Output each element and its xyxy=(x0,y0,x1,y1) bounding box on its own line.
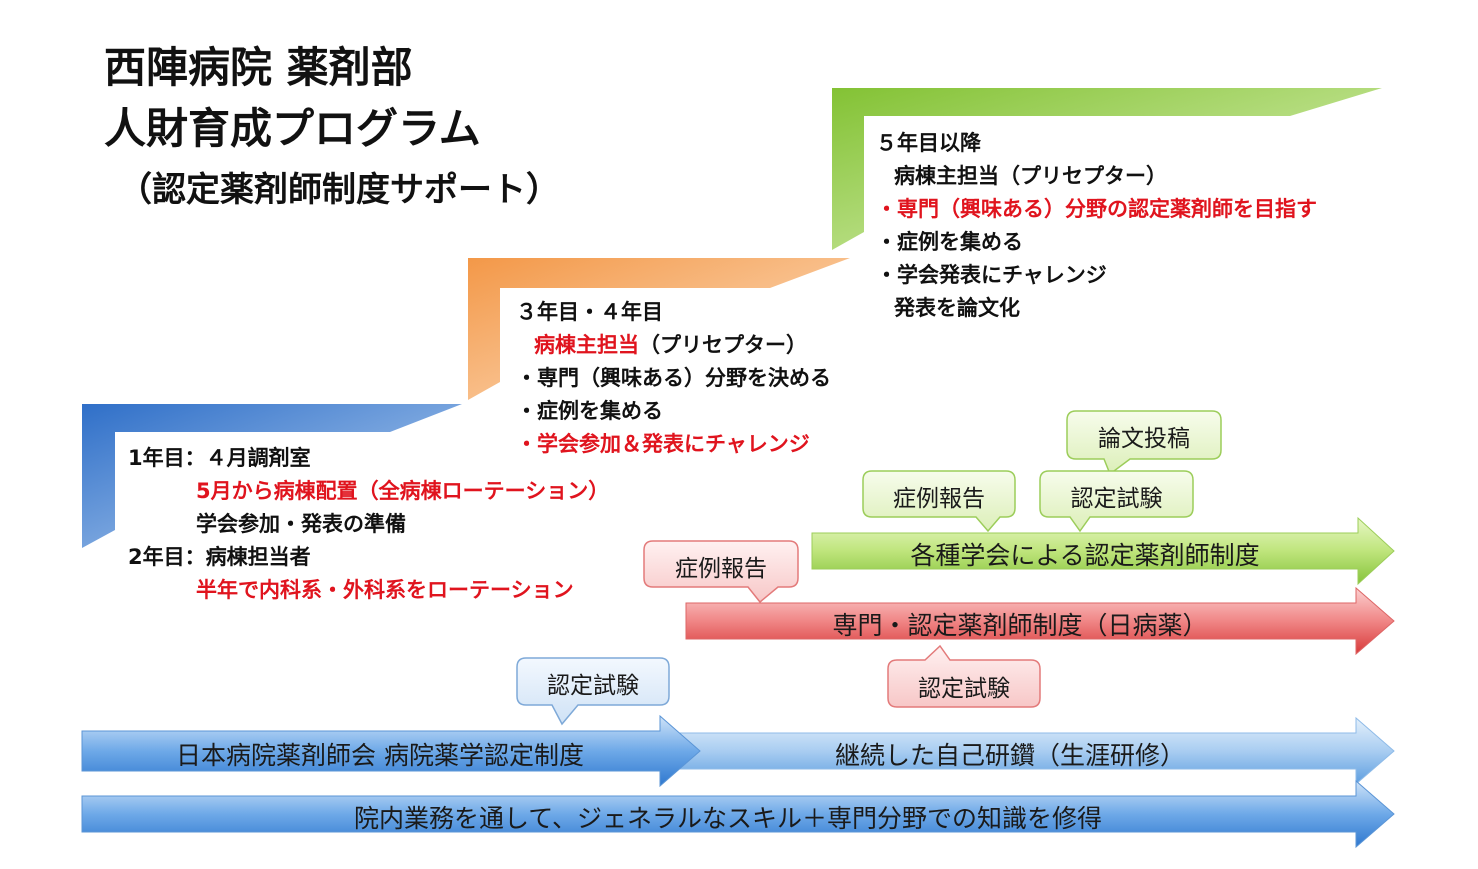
step-year3-shape xyxy=(468,258,850,400)
callout-red-case-text: 症例報告 xyxy=(675,556,767,582)
year5-preceptor: 病棟主担当（プリセプター） xyxy=(894,164,1167,188)
year3-main-ward: 病棟主担当 xyxy=(534,333,639,357)
arrow-blue-bottom-label: 院内業務を通して、ジェネラルなスキル＋専門分野での知識を修得 xyxy=(353,804,1102,833)
year5-certification: ・専門（興味ある）分野の認定薬剤師を目指す xyxy=(876,197,1317,221)
year5-cases: ・症例を集める xyxy=(876,230,1023,254)
year3-cases: ・症例を集める xyxy=(516,399,663,423)
callout-paper-shape xyxy=(1066,410,1222,476)
year3-challenge: ・学会参加＆発表にチャレンジ xyxy=(516,432,810,456)
arrow-blue-right-label: 継続した自己研鑽（生涯研修） xyxy=(834,741,1185,770)
year3-specialty: ・専門（興味ある）分野を決める xyxy=(516,366,831,390)
arrow-green-label: 各種学会による認定薬剤師制度 xyxy=(910,541,1260,570)
step-year5-text: ５年目以降 病棟主担当（プリセプター） ・専門（興味ある）分野の認定薬剤師を目指… xyxy=(876,127,1317,325)
step-year1-shape xyxy=(82,404,462,548)
callout-blue-exam-text: 認定試験 xyxy=(547,673,639,699)
arrow-red-label: 専門・認定薬剤師制度（日病薬） xyxy=(832,611,1208,640)
callout-red-exam-shape xyxy=(887,644,1041,708)
callout-blue-exam-shape xyxy=(516,657,670,726)
arrow-blue-left-shape xyxy=(81,714,701,788)
year3-preceptor: （プリセプター） xyxy=(639,333,807,357)
title-subtitle: （認定薬剤師制度サポート） xyxy=(118,170,560,210)
step-year3-4-text: ３年目・４年目 病棟主担当（プリセプター） ・専門（興味ある）分野を決める ・症… xyxy=(516,296,831,461)
callout-green-exam-text: 認定試験 xyxy=(1070,486,1163,512)
callout-paper-text: 論文投稿 xyxy=(1098,426,1190,452)
callout-green-exam-shape xyxy=(1039,470,1194,533)
year5-presentation: ・学会発表にチャレンジ xyxy=(876,263,1107,287)
arrow-blue-left-label: 日本病院薬剤師会 病院薬学認定制度 xyxy=(176,741,584,770)
arrow-blue-bottom-shape xyxy=(81,779,1395,849)
year2-rotation: 半年で内科系・外科系をローテーション xyxy=(196,578,574,602)
year1-rotation: 5月から病棟配置（全病棟ローテーション） xyxy=(196,479,610,503)
year2-heading: 2年目：病棟担当者 xyxy=(128,545,311,569)
year5-paper: 発表を論文化 xyxy=(894,296,1020,320)
year1-heading: 1年目：４月調剤室 xyxy=(128,446,311,470)
arrow-red-shape xyxy=(685,586,1395,656)
year5-heading: ５年目以降 xyxy=(876,131,981,155)
arrow-blue-right-shape xyxy=(639,716,1395,786)
step-year5-shape xyxy=(832,88,1382,250)
arrow-green-shape xyxy=(811,516,1395,586)
year3-heading: ３年目・４年目 xyxy=(516,300,663,324)
title-department: 西陣病院 薬剤部 xyxy=(104,43,413,92)
callout-green-case-shape xyxy=(862,470,1016,533)
step-year1-2-text: 1年目：４月調剤室 5月から病棟配置（全病棟ローテーション） 学会参加・発表の準… xyxy=(128,442,609,607)
callout-red-case-shape xyxy=(643,540,799,604)
callout-red-exam-text: 認定試験 xyxy=(918,676,1010,702)
year1-conference: 学会参加・発表の準備 xyxy=(196,512,406,536)
year3-line1: 病棟主担当（プリセプター） xyxy=(516,329,831,362)
callout-green-case-text: 症例報告 xyxy=(893,486,985,512)
title-program: 人財育成プログラム xyxy=(104,104,481,153)
